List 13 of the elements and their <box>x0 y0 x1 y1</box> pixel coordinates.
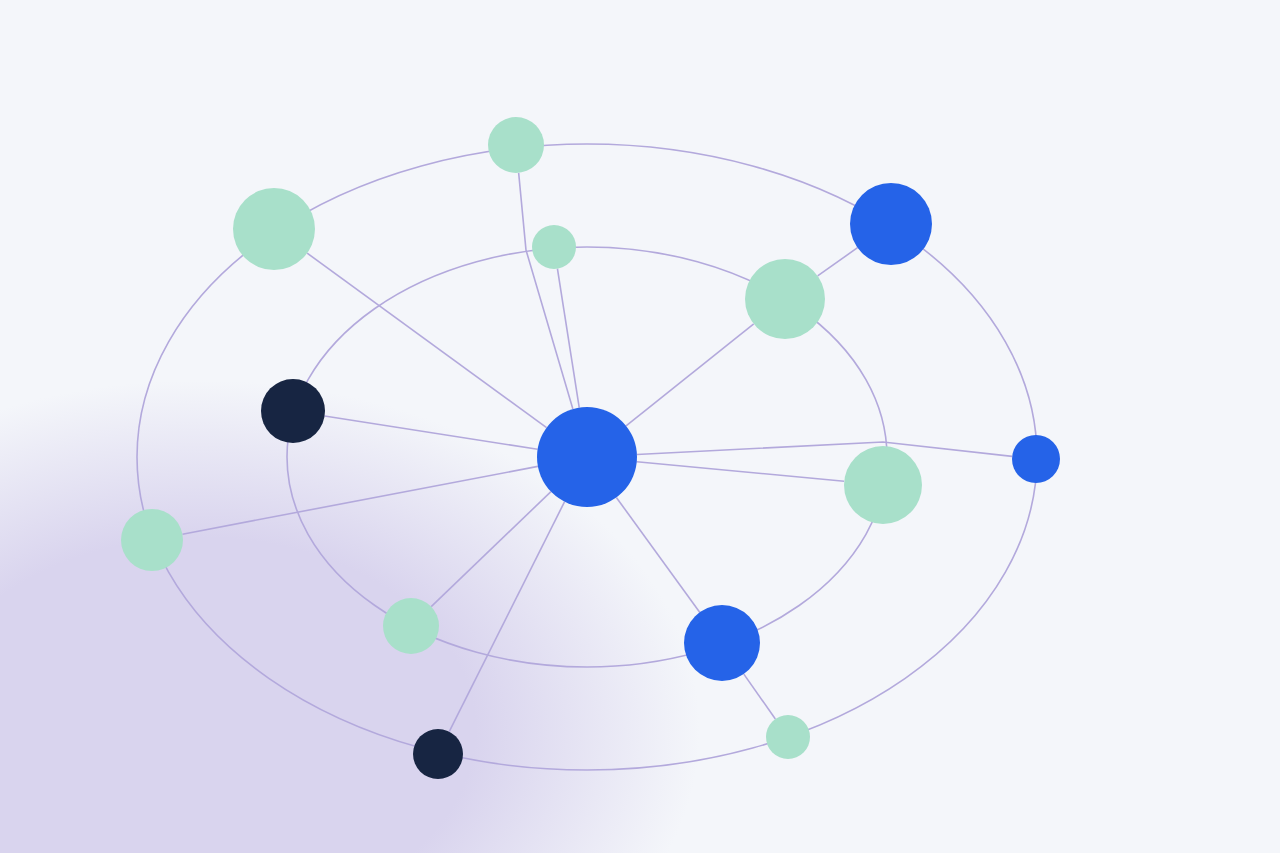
connector-line <box>181 465 539 535</box>
connector-line <box>517 172 574 410</box>
connector-line <box>556 267 581 409</box>
connector-line <box>306 252 548 429</box>
connector-line <box>615 496 701 614</box>
connector-line <box>816 246 859 277</box>
connector-line <box>430 490 552 608</box>
connector-line <box>743 673 777 720</box>
connector-line <box>636 460 845 483</box>
connector-line <box>636 441 1013 458</box>
connector-line <box>625 323 755 427</box>
connector-line <box>448 500 566 733</box>
connector-line <box>323 415 539 451</box>
